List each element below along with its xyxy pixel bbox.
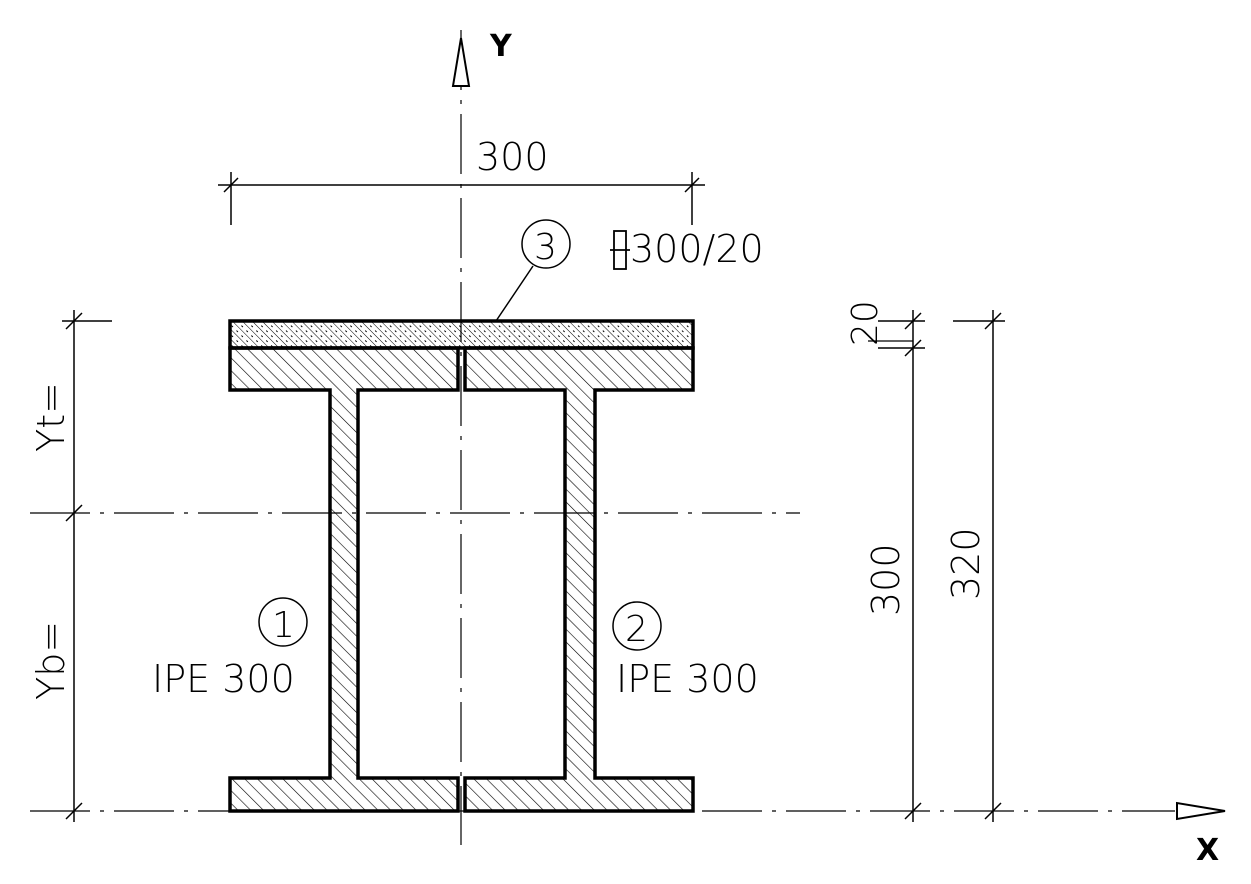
total-height-value: 320 xyxy=(944,527,988,600)
part-2-marker xyxy=(612,601,662,651)
part-3-leader xyxy=(495,265,534,322)
x-axis-arrow-icon xyxy=(1176,801,1226,821)
y-axis-arrow-icon xyxy=(451,37,471,87)
beam-height-value: 300 xyxy=(864,543,908,616)
plate-section-icon xyxy=(610,230,630,270)
part-3-spec: 300/20 xyxy=(630,227,764,271)
top-plate xyxy=(228,319,695,350)
left-ipe-section xyxy=(228,346,460,813)
part-3-number: 3 xyxy=(534,227,557,268)
yb-label: Yb= xyxy=(29,621,73,700)
top-width-value: 300 xyxy=(476,135,549,179)
left-vertical-dimension xyxy=(62,310,112,822)
part-1-number: 1 xyxy=(272,605,295,646)
x-axis-label: X xyxy=(1196,833,1219,868)
right-ipe-section xyxy=(463,346,695,813)
plate-thickness-value: 20 xyxy=(845,300,886,346)
part-1-marker xyxy=(258,597,308,647)
part-2-profile: IPE 300 xyxy=(616,657,759,701)
part-1-profile: IPE 300 xyxy=(152,657,295,701)
right-dimensions xyxy=(868,310,1005,822)
part-3-marker xyxy=(521,219,571,269)
yt-label: Yt= xyxy=(29,382,73,452)
top-width-dimension xyxy=(218,172,705,225)
y-axis-label: Y xyxy=(489,29,513,64)
part-2-number: 2 xyxy=(625,609,648,650)
